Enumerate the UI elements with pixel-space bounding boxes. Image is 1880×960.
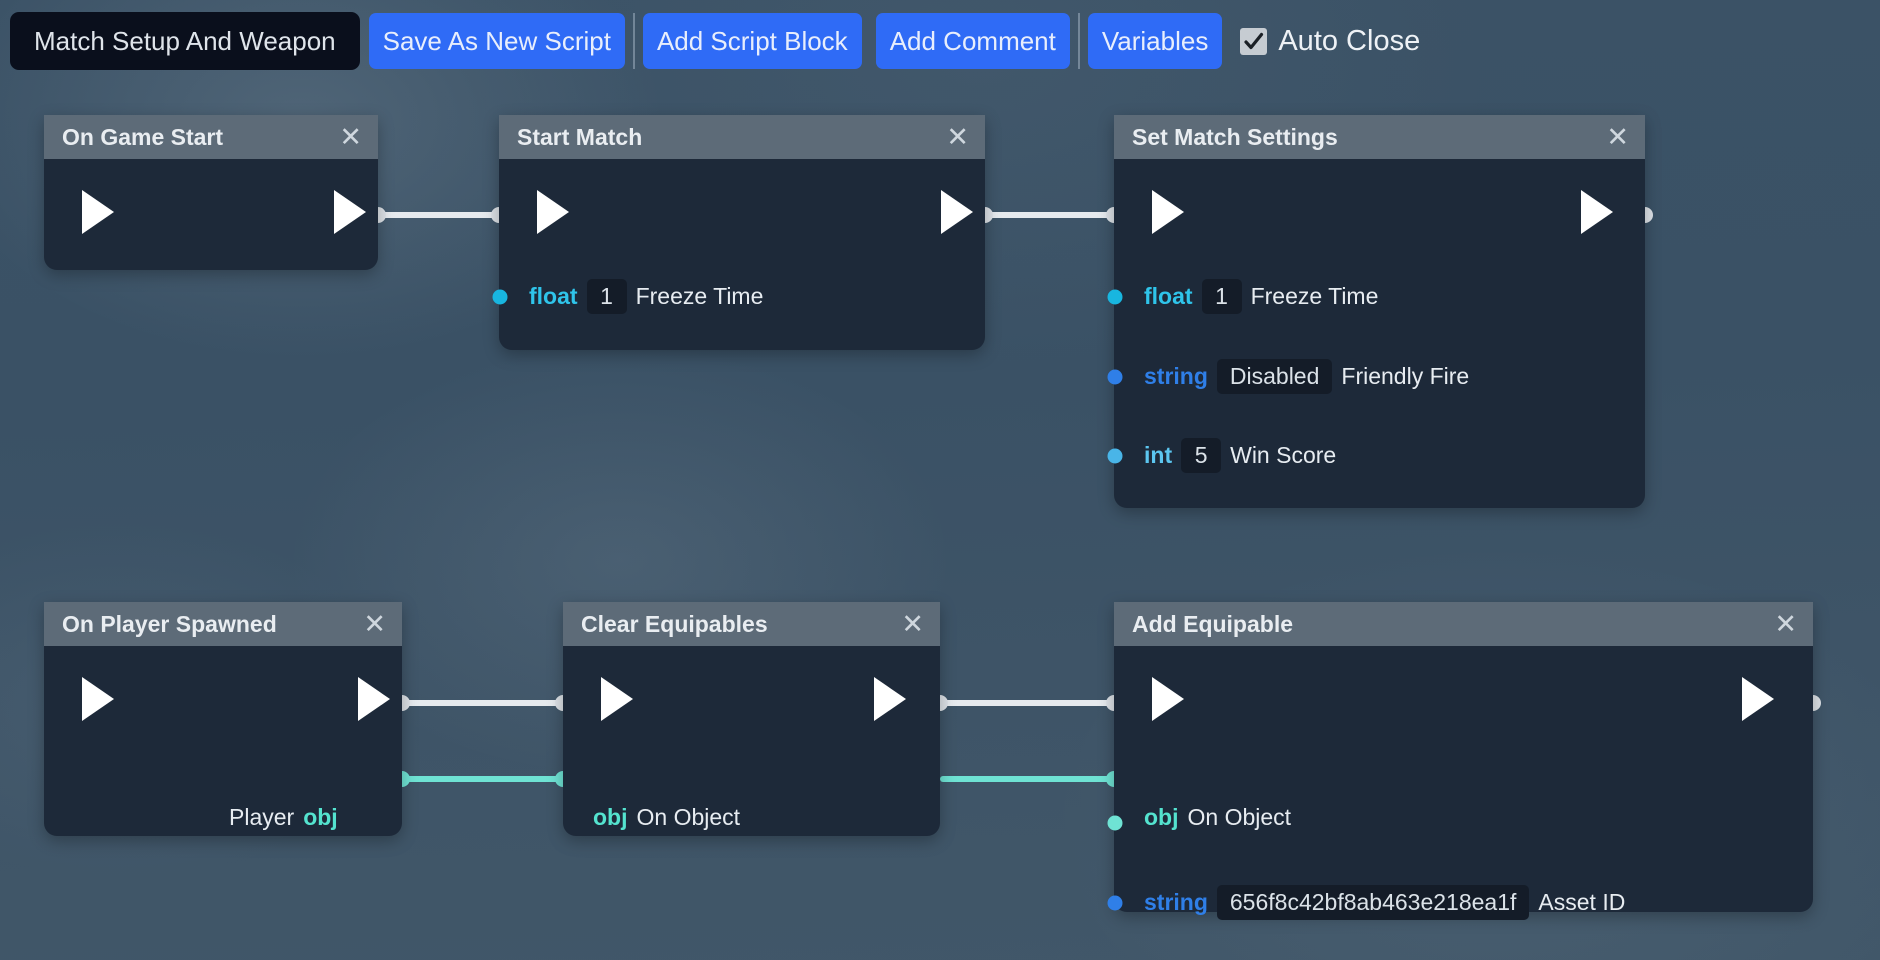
exec-input-triangle[interactable] — [1152, 677, 1184, 721]
node-body — [44, 159, 378, 270]
exec-output-triangle[interactable] — [1742, 677, 1774, 721]
node-title: Start Match — [517, 123, 643, 150]
param-value-input[interactable]: 1 — [1201, 279, 1242, 314]
node-header[interactable]: On Player Spawned ✕ — [44, 602, 402, 646]
param-name-label: Win Score — [1230, 442, 1337, 468]
close-icon[interactable]: ✕ — [901, 608, 924, 639]
param-row-on-object: obj On Object — [593, 804, 740, 831]
add-script-block-button[interactable]: Add Script Block — [642, 13, 862, 69]
toolbar-divider — [1077, 13, 1080, 69]
node-title: Clear Equipables — [581, 610, 768, 637]
node-title: Set Match Settings — [1132, 123, 1338, 150]
param-name-label: Friendly Fire — [1341, 363, 1470, 389]
exec-output-triangle[interactable] — [941, 190, 973, 234]
exec-input-triangle[interactable] — [82, 190, 114, 234]
param-row-asset-id: string 656f8c42bf8ab463e218ea1f Asset ID — [1144, 885, 1625, 920]
node-on-game-start[interactable]: On Game Start ✕ — [44, 115, 378, 270]
param-value-input[interactable]: 656f8c42bf8ab463e218ea1f — [1216, 885, 1530, 920]
close-icon[interactable]: ✕ — [339, 121, 362, 152]
exec-output-triangle[interactable] — [874, 677, 906, 721]
exec-output-triangle[interactable] — [358, 677, 390, 721]
exec-input-triangle[interactable] — [537, 190, 569, 234]
param-type-label: obj — [593, 804, 628, 830]
param-value-input[interactable]: Disabled — [1216, 359, 1333, 394]
node-header[interactable]: Start Match ✕ — [499, 115, 985, 159]
param-port-string[interactable] — [1107, 895, 1123, 911]
param-port-string[interactable] — [1107, 369, 1123, 385]
save-as-new-script-button[interactable]: Save As New Script — [368, 13, 625, 69]
param-port-obj[interactable] — [1107, 815, 1123, 831]
node-header[interactable]: Add Equipable ✕ — [1114, 602, 1813, 646]
exec-input-triangle[interactable] — [601, 677, 633, 721]
param-type-label: string — [1144, 889, 1208, 915]
node-body: Player obj — [44, 646, 402, 836]
script-name-button[interactable]: Match Setup And Weapon — [10, 12, 360, 70]
param-row-freeze-time: float 1 Freeze Time — [529, 279, 763, 314]
param-name-label: On Object — [636, 804, 741, 830]
output-name-label: Player — [229, 804, 295, 830]
node-clear-equipables[interactable]: Clear Equipables ✕ obj On Object — [563, 602, 940, 836]
wire-obj-playerspawned-clearequipables[interactable] — [402, 776, 567, 782]
node-body: float 1 Freeze Time — [492, 159, 985, 350]
param-name-label: On Object — [1187, 804, 1292, 830]
exec-output-triangle[interactable] — [1581, 190, 1613, 234]
node-body: obj On Object string 656f8c42bf8ab463e21… — [1107, 646, 1813, 920]
param-type-label: float — [1144, 283, 1193, 309]
auto-close-label: Auto Close — [1278, 24, 1421, 57]
node-set-match-settings[interactable]: Set Match Settings ✕ float 1 Freeze Time… — [1107, 115, 1645, 508]
node-start-match[interactable]: Start Match ✕ float 1 Freeze Time — [492, 115, 985, 350]
auto-close-checkbox[interactable]: Auto Close — [1240, 25, 1420, 58]
param-type-label: float — [529, 283, 578, 309]
close-icon[interactable]: ✕ — [946, 121, 969, 152]
editor-toolbar: Match Setup And Weapon Save As New Scrip… — [0, 0, 1880, 82]
node-header[interactable]: Clear Equipables ✕ — [563, 602, 940, 646]
node-body: float 1 Freeze Time string Disabled Frie… — [1107, 159, 1645, 508]
exec-output-triangle[interactable] — [334, 190, 366, 234]
node-on-player-spawned[interactable]: On Player Spawned ✕ Player obj — [44, 602, 402, 836]
wire-exec-startmatch-setmatchsettings[interactable] — [985, 212, 1113, 218]
param-name-label: Asset ID — [1538, 889, 1626, 915]
output-row-player: Player obj — [229, 804, 338, 831]
param-type-label: int — [1144, 442, 1173, 468]
param-value-input[interactable]: 5 — [1181, 438, 1222, 473]
checkmark-icon — [1240, 27, 1268, 55]
param-type-label: string — [1144, 363, 1208, 389]
close-icon[interactable]: ✕ — [1774, 608, 1797, 639]
node-add-equipable[interactable]: Add Equipable ✕ obj On Object string 656… — [1107, 602, 1813, 920]
wire-exec-playerspawned-clearequipables[interactable] — [402, 700, 567, 706]
add-comment-button[interactable]: Add Comment — [875, 13, 1070, 69]
param-port-int[interactable] — [1107, 448, 1123, 464]
node-body: obj On Object — [563, 646, 940, 836]
node-header[interactable]: Set Match Settings ✕ — [1114, 115, 1645, 159]
param-row-freeze-time: float 1 Freeze Time — [1144, 279, 1378, 314]
wire-exec-clearequipables-addequipable[interactable] — [940, 700, 1114, 706]
output-type-label: obj — [303, 804, 338, 830]
close-icon[interactable]: ✕ — [1606, 121, 1629, 152]
param-row-win-score: int 5 Win Score — [1144, 438, 1336, 473]
node-header[interactable]: On Game Start ✕ — [44, 115, 378, 159]
param-name-label: Freeze Time — [1250, 283, 1379, 309]
close-icon[interactable]: ✕ — [363, 608, 386, 639]
variables-button[interactable]: Variables — [1087, 13, 1223, 69]
wire-exec-gamestart-startmatch[interactable] — [378, 212, 498, 218]
param-port-float[interactable] — [1107, 289, 1123, 305]
toolbar-divider — [632, 13, 635, 69]
exec-input-triangle[interactable] — [82, 677, 114, 721]
param-type-label: obj — [1144, 804, 1179, 830]
param-row-on-object: obj On Object — [1144, 804, 1291, 831]
node-title: On Game Start — [62, 123, 224, 150]
param-row-friendly-fire: string Disabled Friendly Fire — [1144, 359, 1469, 394]
wire-obj-clearequipables-addequipable[interactable] — [940, 776, 1114, 782]
param-name-label: Freeze Time — [635, 283, 764, 309]
node-title: Add Equipable — [1132, 610, 1293, 637]
node-title: On Player Spawned — [62, 610, 277, 637]
param-value-input[interactable]: 1 — [586, 279, 627, 314]
param-port-float[interactable] — [492, 289, 508, 305]
exec-input-triangle[interactable] — [1152, 190, 1184, 234]
